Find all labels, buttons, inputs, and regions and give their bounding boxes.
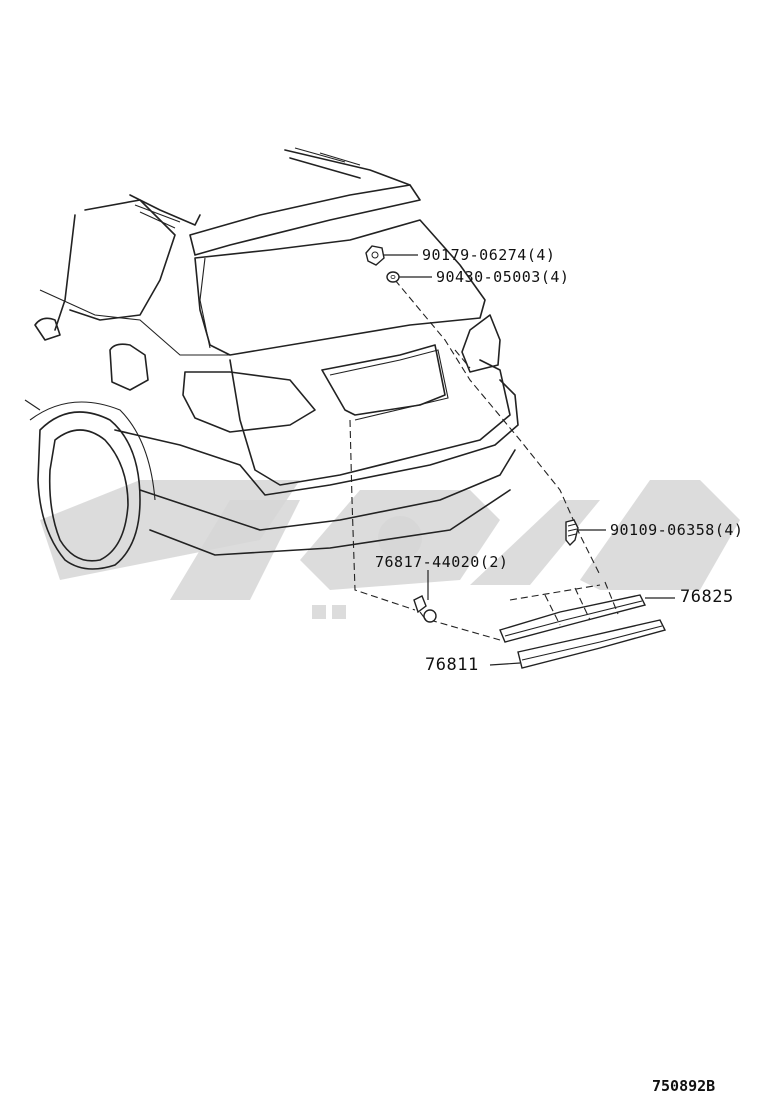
screw-icon[interactable] [565, 519, 579, 547]
screw-part-label: 90109-06358(4) [610, 521, 743, 539]
vehicle-outline [24, 147, 519, 570]
washer-icon[interactable] [386, 271, 400, 283]
washer-part-label: 90430-05003(4) [436, 268, 569, 286]
spoiler-part-label: 76811 [425, 655, 479, 675]
spoiler-cover-part[interactable] [499, 581, 647, 643]
nut-icon[interactable] [365, 245, 385, 266]
spoiler-cover-part-label: 76825 [680, 587, 734, 607]
spoiler-part[interactable] [517, 619, 667, 669]
installation-dash-lines [349, 279, 601, 641]
nut-part-label: 90179-06274(4) [422, 246, 555, 264]
socket-icon[interactable] [413, 595, 437, 623]
socket-part-label: 76817-44020(2) [375, 553, 508, 571]
leader-lines [384, 254, 675, 666]
figure-reference-code: 750892B [652, 1077, 715, 1095]
